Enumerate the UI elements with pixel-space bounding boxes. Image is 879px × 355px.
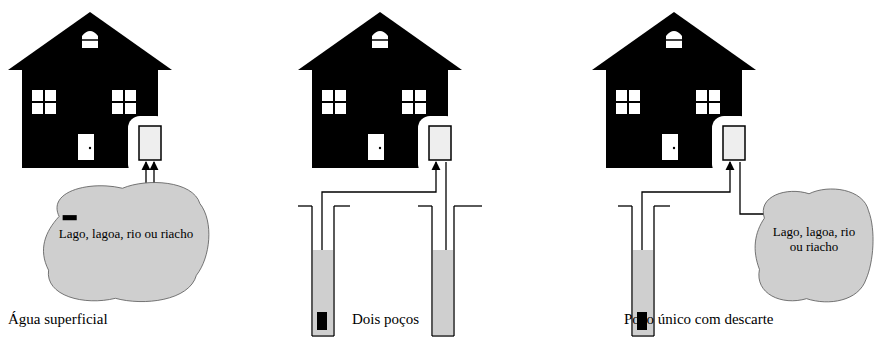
- caption: Água superficial: [8, 311, 108, 328]
- caption: Dois poços: [352, 311, 419, 328]
- lake-text-wrap: Lago, lagoa, rio ou riacho: [772, 224, 856, 306]
- house: [592, 12, 756, 176]
- lake-shape: [38, 178, 214, 306]
- lake-label: Lago, lagoa, rio ou riacho: [58, 226, 194, 241]
- lake-label: Lago, lagoa, rio ou riacho: [772, 224, 856, 254]
- caption: Poço único com descarte: [624, 311, 774, 328]
- lake-node: Lago, lagoa, rio ou riacho: [38, 178, 214, 306]
- house: [8, 12, 172, 176]
- house: [298, 12, 462, 176]
- lake-text-wrap: Lago, lagoa, rio ou riacho: [58, 226, 194, 306]
- lake-node: Lago, lagoa, rio ou riacho: [752, 184, 876, 306]
